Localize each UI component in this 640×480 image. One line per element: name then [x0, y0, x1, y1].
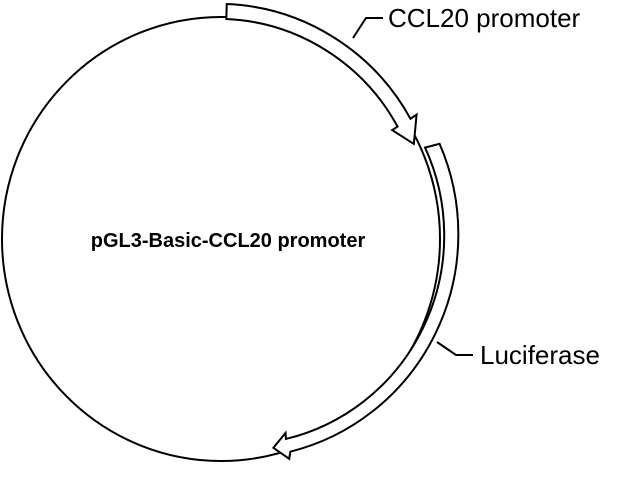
luciferase-leader-line [436, 341, 473, 356]
ccl20-promoter-label: CCL20 promoter [388, 3, 581, 33]
plasmid-backbone-circle [1, 16, 441, 462]
luciferase-label: Luciferase [480, 340, 600, 370]
ccl20-promoter-leader-line [352, 17, 383, 39]
plasmid-name-label: pGL3-Basic-CCL20 promoter [91, 230, 366, 252]
ccl20-promoter-arrow [225, 2, 418, 146]
luciferase-arrow [271, 142, 460, 461]
